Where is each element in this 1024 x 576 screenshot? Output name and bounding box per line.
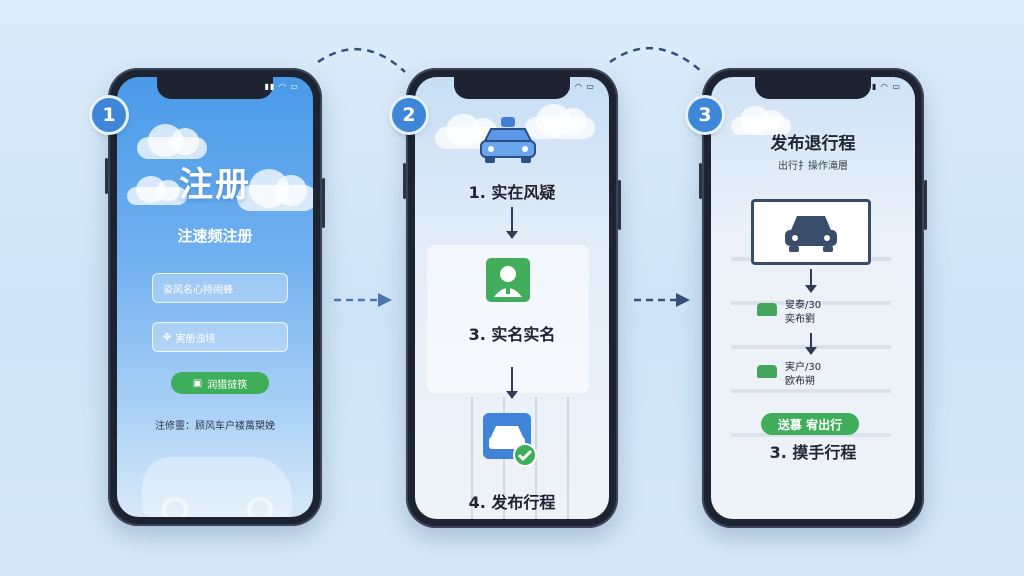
- page-title: 注册: [179, 165, 251, 205]
- trip-row-2[interactable]: 実户/30 欧布朔: [757, 361, 875, 389]
- verify-input[interactable]: ✥ 実册浊境: [152, 322, 288, 352]
- step-label-1: 1. 实在风疑: [468, 183, 556, 202]
- step-badge-1: 1: [92, 98, 126, 132]
- dashed-arrow-icon: [334, 293, 392, 307]
- trip-row-2-line2: 欧布朔: [785, 376, 815, 387]
- status-icons: ▮▮ ◠ ▭: [866, 82, 901, 91]
- shield-icon: ✥: [163, 331, 172, 343]
- car-icon: [785, 216, 837, 252]
- publish-button[interactable]: 送慕 宥出行: [761, 413, 859, 435]
- name-input[interactable]: 姿风名心持闹蜂: [152, 273, 288, 303]
- trip-row-1[interactable]: 叟泰/30 奕布劉: [757, 299, 875, 327]
- car-icon: [757, 303, 777, 316]
- submit-button-label: 润猎撻筷: [207, 379, 248, 391]
- trip-row-1-line1: 叟泰/30: [785, 300, 822, 311]
- page-title: 发布退行程: [770, 134, 856, 154]
- screen-publish: ▮▮ ◠ ▭ 发布退行程 出行扌操作滝層 叟泰/30 奕布劉 実户/30 欧布朔…: [711, 77, 915, 519]
- screen-verification: ▮▮ ◠ ▭ 1. 实在风疑 3. 实名实名 4. 发布行程: [415, 77, 609, 519]
- chat-icon: ▣: [192, 377, 203, 389]
- dashed-arrow-icon: [634, 293, 690, 307]
- page-subtitle: 注速频注册: [177, 227, 253, 245]
- name-input-text: 姿风名心持闹蜂: [163, 284, 233, 296]
- car-check-icon: [483, 413, 537, 467]
- page-subtitle: 出行扌操作滝層: [778, 161, 848, 172]
- submit-button[interactable]: ▣ 润猎撻筷: [171, 372, 269, 394]
- car-icon: [757, 365, 777, 378]
- phone-publish: ▮▮ ◠ ▭ 发布退行程 出行扌操作滝層 叟泰/30 奕布劉 実户/30 欧布朔…: [699, 68, 927, 528]
- car-icon: [480, 117, 536, 163]
- screen-register: ▮▮ ◠ ▭ 注册 注速频注册 姿风名心持闹蜂 ✥ 実册浊境 ▣ 润猎撻筷 注修…: [117, 77, 313, 517]
- trip-row-1-line2: 奕布劉: [785, 314, 815, 325]
- dashed-arc-2-3: [609, 46, 703, 73]
- person-id-icon: [486, 258, 530, 302]
- final-step-label: 3. 摸手行程: [769, 443, 857, 462]
- phone-register: ▮▮ ◠ ▭ 注册 注速频注册 姿风名心持闹蜂 ✥ 実册浊境 ▣ 润猎撻筷 注修…: [105, 68, 325, 526]
- footer-note: 注修靈：顾风车户褛萬槊娩: [155, 421, 275, 432]
- phone-verification: ▮▮ ◠ ▭ 1. 实在风疑 3. 实名实名 4. 发布行程: [403, 68, 621, 528]
- step-badge-2: 2: [392, 98, 426, 132]
- step-badge-3: 3: [688, 98, 722, 132]
- step-label-2: 3. 实名实名: [468, 325, 556, 344]
- car-card: [751, 199, 871, 265]
- verify-input-text: 実册浊境: [175, 333, 216, 345]
- trip-row-2-line1: 実户/30: [785, 362, 822, 373]
- dashed-arc-1-2: [317, 47, 406, 73]
- status-icons: ▮▮ ◠ ▭: [264, 82, 299, 91]
- step-label-3: 4. 发布行程: [468, 493, 556, 512]
- status-icons: ▮▮ ◠ ▭: [560, 82, 595, 91]
